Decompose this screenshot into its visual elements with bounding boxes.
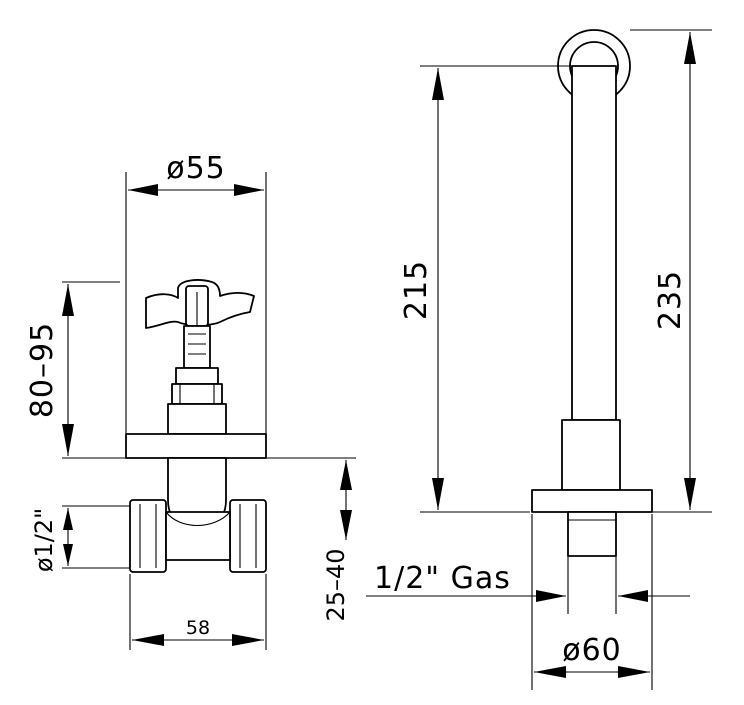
head-diameter-label: ø55 <box>166 151 226 186</box>
wall-plate <box>125 433 267 459</box>
arm-side-view: 215 235 1/2" Gas ø60 <box>366 29 712 690</box>
thread-label: 1/2" Gas <box>374 561 511 596</box>
body-length-label: 58 <box>186 617 210 639</box>
threaded-connector <box>567 511 617 557</box>
headwork-nut <box>175 367 219 385</box>
total-height-label: 235 <box>653 270 688 330</box>
wall-depth-label: 25–40 <box>322 548 350 621</box>
pipe-size-label: ø1/2" <box>30 508 58 572</box>
arm-height-label: 215 <box>399 260 434 320</box>
flange-diameter-label: ø60 <box>562 633 622 668</box>
wall-flange <box>531 489 653 513</box>
spindle-height-label: 80–95 <box>25 322 60 418</box>
left-fitting <box>129 499 167 573</box>
valve-front-view: ø55 80–95 ø1/2" 58 25–40 <box>25 151 356 650</box>
valve-body <box>165 511 231 561</box>
arm-sleeve <box>561 419 621 491</box>
arm-tube <box>571 65 617 421</box>
spindle <box>183 325 211 369</box>
headwork-base <box>167 403 227 435</box>
right-fitting <box>229 499 267 573</box>
